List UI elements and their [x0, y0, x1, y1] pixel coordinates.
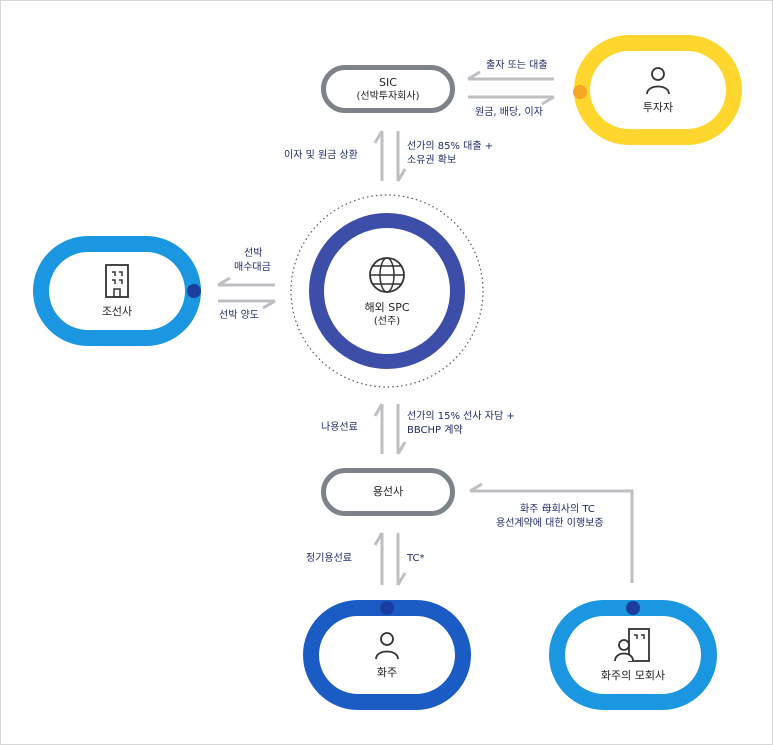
shipbuilder-connector-dot	[187, 284, 201, 298]
label-sic-to-investor: 원금, 배당, 이자	[475, 107, 543, 118]
arrow-builder-to-spc	[218, 299, 276, 310]
parent-connector-dot	[626, 601, 640, 615]
arrow-spc-to-builder	[217, 276, 275, 287]
node-overseas-spc: 해외 SPC (선주)	[309, 213, 465, 369]
cargo-owner-connector-dot	[380, 601, 394, 615]
investor-name: 투자자	[642, 101, 674, 114]
arrow-owner-to-charterer	[373, 532, 384, 585]
label-charterer-to-spc: 나용선료	[321, 422, 358, 433]
label-spc-to-charterer-line2: BBCHP 계약	[407, 425, 463, 436]
arrow-charterer-to-spc	[373, 403, 384, 454]
label-parent-to-charterer-line1: 화주 母회사의 TC	[520, 504, 595, 515]
cargo-owner-name: 화주	[376, 666, 398, 679]
sic-name: SIC	[379, 75, 397, 89]
label-sic-to-spc-line2: 소유권 확보	[407, 155, 457, 166]
person-building-icon	[614, 628, 650, 662]
label-spc-to-sic: 이자 및 원금 상환	[284, 150, 358, 161]
label-charterer-to-owner: TC*	[407, 553, 425, 564]
arrow-investor-to-sic	[467, 70, 554, 81]
building-icon	[105, 264, 129, 298]
arrow-spc-to-charterer	[396, 404, 407, 455]
node-sic: SIC (선박투자회사)	[321, 65, 455, 113]
label-parent-to-charterer-line2: 용선계약에 대한 이행보증	[496, 518, 604, 529]
spc-dotted-ring	[290, 194, 484, 388]
arrow-spc-to-sic	[373, 130, 384, 181]
shipbuilder-name: 조선사	[101, 305, 133, 318]
investor-connector-dot	[573, 85, 587, 99]
parent-name: 화주의 모회사	[600, 669, 666, 682]
label-sic-to-spc-line1: 선가의 85% 대출 +	[407, 141, 494, 152]
label-spc-to-builder-line2: 매수대금	[234, 262, 271, 273]
arrow-sic-to-investor	[468, 95, 555, 106]
person-icon	[375, 632, 399, 660]
charterer-name: 용선사	[372, 485, 404, 498]
node-charterer: 용선사	[321, 468, 455, 516]
arrow-sic-to-spc	[396, 131, 407, 182]
node-cargo-owner-parent: 화주의 모회사	[549, 600, 717, 710]
node-investor: 투자자	[574, 35, 742, 145]
label-spc-to-charterer-line1: 선가의 15% 선사 자담 +	[407, 411, 515, 422]
spc-name: 해외 SPC	[364, 300, 410, 314]
label-spc-to-builder-line1: 선박	[244, 248, 263, 259]
person-icon	[646, 67, 670, 95]
arrow-parent-to-charterer	[469, 482, 634, 583]
arrow-charterer-to-owner	[396, 533, 407, 586]
sic-subtitle: (선박투자회사)	[356, 90, 420, 102]
label-owner-to-charterer: 정기용선료	[306, 553, 352, 564]
node-cargo-owner: 화주	[303, 600, 471, 710]
spc-subtitle: (선주)	[373, 315, 401, 327]
globe-icon	[369, 256, 405, 293]
label-builder-to-spc: 선박 양도	[219, 310, 259, 321]
node-shipbuilder: 조선사	[33, 236, 201, 346]
label-investor-to-sic: 출자 또는 대출	[486, 60, 548, 71]
